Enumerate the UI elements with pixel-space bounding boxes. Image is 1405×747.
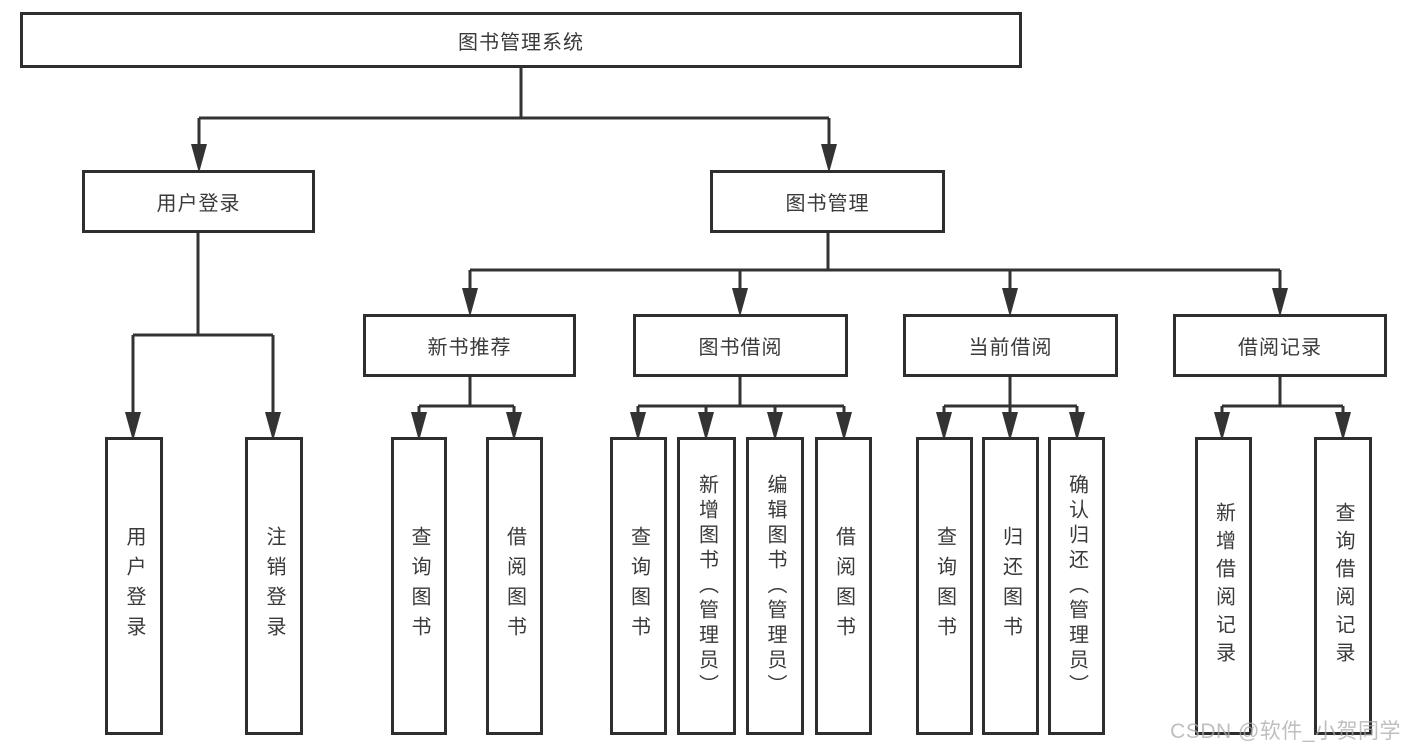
leaf-user-login: 用户登录 xyxy=(105,437,163,735)
leaf-query-books-borrow: 查询图书 xyxy=(610,437,667,735)
arrow-down-icon xyxy=(1002,288,1018,317)
arrow-down-icon xyxy=(732,288,748,317)
leaf-label: 查询图书 xyxy=(408,526,430,646)
node-new-book-recommend: 新书推荐 xyxy=(363,314,576,377)
leaf-label: 查询图书 xyxy=(933,526,956,646)
node-label: 图书管理 xyxy=(785,193,870,215)
node-library-management-system: 图书管理系统 xyxy=(20,12,1022,68)
leaf-return-books: 归还图书 xyxy=(982,437,1039,735)
leaf-logout: 注销登录 xyxy=(245,437,303,735)
leaf-label: 借阅图书 xyxy=(503,526,526,646)
node-label: 图书管理系统 xyxy=(458,31,584,54)
node-borrow-records: 借阅记录 xyxy=(1173,314,1387,377)
arrow-down-icon xyxy=(191,144,207,173)
node-label: 当前借阅 xyxy=(968,337,1053,359)
leaf-label: 确认归还（管理员） xyxy=(1065,473,1088,699)
node-user-login-branch: 用户登录 xyxy=(82,170,315,233)
leaf-label: 用户登录 xyxy=(123,526,145,646)
leaf-query-books-current: 查询图书 xyxy=(916,437,973,735)
leaf-borrow-books-recommend: 借阅图书 xyxy=(486,437,543,735)
leaf-label: 归还图书 xyxy=(999,526,1022,646)
node-label: 新书推荐 xyxy=(427,337,512,359)
arrow-down-icon xyxy=(1272,288,1288,317)
leaf-label: 编辑图书（管理员） xyxy=(764,473,786,699)
leaf-confirm-return-admin: 确认归还（管理员） xyxy=(1048,437,1105,735)
leaf-add-borrow-record: 新增借阅记录 xyxy=(1195,437,1252,735)
leaf-label: 新增图书（管理员） xyxy=(695,473,718,699)
node-label: 用户登录 xyxy=(156,193,241,215)
node-label: 借阅记录 xyxy=(1238,337,1322,359)
leaf-label: 查询借阅记录 xyxy=(1332,502,1354,670)
csdn-watermark: CSDN @软件_小贺同学 xyxy=(1170,720,1401,743)
leaf-add-books-admin: 新增图书（管理员） xyxy=(677,437,736,735)
leaf-edit-books-admin: 编辑图书（管理员） xyxy=(746,437,804,735)
arrow-down-icon xyxy=(462,288,478,317)
leaf-borrow-books: 借阅图书 xyxy=(815,437,872,735)
node-book-management-branch: 图书管理 xyxy=(710,170,945,233)
leaf-label: 注销登录 xyxy=(263,526,285,646)
leaf-label: 借阅图书 xyxy=(832,526,855,646)
node-book-borrow: 图书借阅 xyxy=(633,314,848,377)
leaf-query-books-recommend: 查询图书 xyxy=(391,437,447,735)
leaf-label: 查询图书 xyxy=(627,526,650,646)
leaf-label: 新增借阅记录 xyxy=(1212,502,1235,670)
leaf-query-borrow-record: 查询借阅记录 xyxy=(1314,437,1372,735)
node-current-borrow: 当前借阅 xyxy=(903,314,1118,377)
arrow-down-icon xyxy=(821,144,837,173)
node-label: 图书借阅 xyxy=(698,337,783,359)
